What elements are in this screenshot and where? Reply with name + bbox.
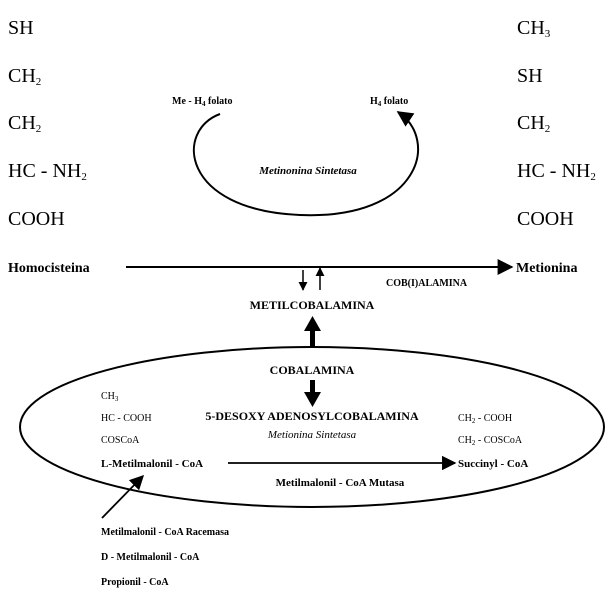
methionine-row-3: CH2 [517, 112, 550, 135]
methylmalonyl-row-2: HC - COOH [101, 413, 152, 424]
methylmalonyl-row-1: CH3 [101, 391, 119, 403]
succinyl-row-1: CH2 - COOH [458, 413, 512, 425]
propionil-coa-label: Propionil - CoA [101, 577, 169, 588]
succinyl-structure: CH2 - COOH CH2 - COSCoA [458, 413, 523, 447]
cob-i-alamina-label: COB(I)ALAMINA [386, 278, 468, 289]
adenosylcobalamina-label: 5-DESOXY ADENOSYLCOBALAMINA [205, 409, 419, 423]
homocysteine-row-2: CH2 [8, 65, 41, 88]
methionine-row-5: COOH [517, 208, 574, 230]
cobalamina-to-adenosyl-arrow [304, 380, 321, 407]
homocysteine-row-5: COOH [8, 208, 65, 230]
homocysteine-structure: SH CH2 CH2 HC - NH2 COOH [8, 17, 87, 230]
methylmalonyl-row-3: COSCoA [101, 435, 140, 446]
homocysteine-row-3: CH2 [8, 112, 41, 135]
h4-folato-label: H4 folato [370, 96, 408, 108]
d-metilmalonil-coa-label: D - Metilmalonil - CoA [101, 552, 200, 563]
homocysteine-name: Homocisteina [8, 261, 90, 276]
racemase-arrow [101, 474, 145, 519]
me-h4-folato-label: Me - H4 folato [172, 96, 232, 108]
homocysteine-row-4: HC - NH2 [8, 160, 87, 183]
methionine-row-2: SH [517, 65, 543, 87]
metilcobalamina-label: METILCOBALAMINA [250, 298, 375, 312]
precursor-list: Metilmalonil - CoA Racemasa D - Metilmal… [101, 527, 229, 588]
folate-cycle: Me - H4 folato H4 folato Metinonina Sint… [172, 96, 420, 217]
methylmalonyl-structure: CH3 HC - COOH COSCoA [101, 391, 152, 446]
succinyl-coa-label: Succinyl - CoA [458, 458, 528, 470]
succinyl-row-2: CH2 - COSCoA [458, 435, 523, 447]
methionine-row-4: HC - NH2 [517, 160, 596, 183]
racemasa-label: Metilmalonil - CoA Racemasa [101, 527, 229, 538]
mitochondrial-pathway-ellipse [19, 346, 605, 508]
metinonina-sintetasa-label: Metinonina Sintetasa [258, 165, 357, 177]
methionine-structure: CH3 SH CH2 HC - NH2 COOH [517, 17, 596, 230]
homocysteine-to-methionine: Homocisteina Metionina COB(I)ALAMINA [8, 259, 577, 289]
homocysteine-row-1: SH [8, 17, 34, 39]
methyl-exchange-arrows [298, 267, 325, 291]
l-metilmalonil-coa-label: L-Metilmalonil - CoA [101, 458, 203, 470]
cobalamina-to-metilcobalamina-arrow [304, 316, 321, 346]
cobalamina-label: COBALAMINA [270, 363, 355, 377]
folate-cycle-arc [192, 111, 420, 217]
mutasa-label: Metilmalonil - CoA Mutasa [276, 477, 405, 489]
metionina-sintetasa-italic-label: Metionina Sintetasa [267, 429, 357, 441]
methionine-name: Metionina [516, 261, 577, 276]
methionine-row-1: CH3 [517, 17, 551, 40]
